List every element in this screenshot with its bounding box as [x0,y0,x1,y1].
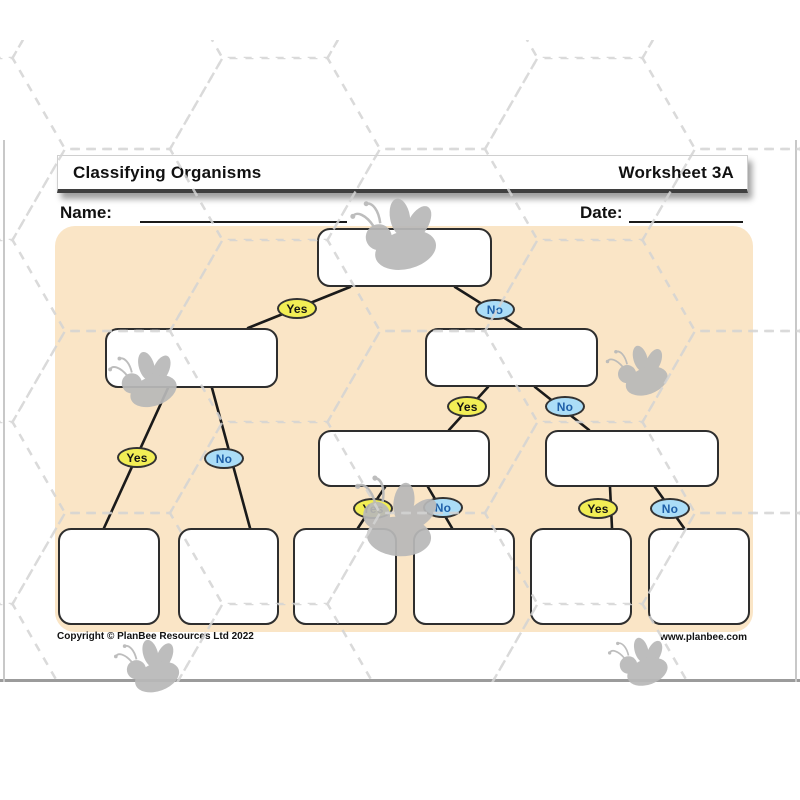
yes-badge: Yes [277,298,317,319]
no-badge: No [475,299,515,320]
no-badge: No [650,498,690,519]
answer-box-5[interactable] [530,528,632,625]
no-badge: No [545,396,585,417]
no-badge: No [204,448,244,469]
answer-box-2[interactable] [178,528,279,625]
yes-badge: Yes [578,498,618,519]
website-text: www.planbee.com [660,632,747,643]
bee-icon [607,636,673,690]
answer-box-1[interactable] [58,528,160,625]
copyright-text: Copyright © PlanBee Resources Ltd 2022 [57,631,254,642]
bee-icon [604,344,673,400]
yes-badge: Yes [117,447,157,468]
bee-icon [113,638,185,697]
yes-badge: Yes [447,396,487,417]
bee-icon [107,350,183,412]
bee-icon [343,190,448,282]
answer-box-6[interactable] [648,528,750,625]
question-box-3-right[interactable] [545,430,719,487]
question-box-2-right[interactable] [425,328,598,387]
